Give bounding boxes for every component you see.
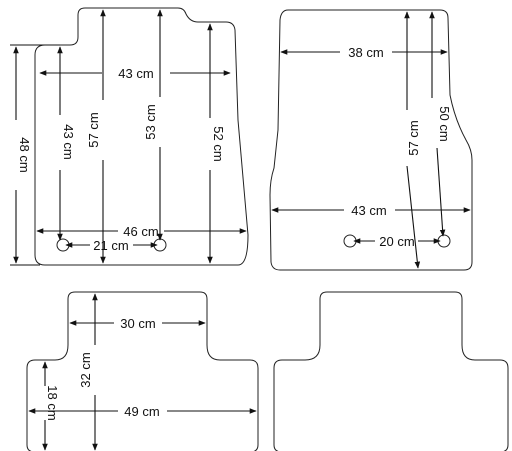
rear-left-width-bottom-label: 49 cm [124, 404, 159, 419]
front-right-mat-outline [269, 9, 473, 271]
front-right-right-height-arrow-down [436, 147, 446, 237]
front-left-right-center-height-label: 53 cm [143, 104, 158, 139]
front-left-mat-outline [34, 7, 249, 266]
rear-left-total-height-label: 32 cm [78, 352, 93, 387]
rear-left-side-height-label: 18 cm [45, 385, 60, 420]
front-right-mat: 38 cm 57 cm 50 cm 43 cm 20 cm [269, 9, 473, 271]
front-left-width-top-label: 43 cm [118, 66, 153, 81]
front-left-outer-height-label: 48 cm [17, 137, 32, 172]
front-left-center-height-label: 57 cm [86, 112, 101, 147]
front-left-right-height-label: 52 cm [211, 126, 226, 161]
rear-right-mat-outline [273, 291, 509, 451]
front-right-left-height-label: 57 cm [406, 120, 421, 155]
front-left-mat: 43 cm 48 cm 43 cm 57 cm 53 cm 52 cm 46 c… [10, 7, 249, 266]
front-left-hole-spacing-label: 21 cm [93, 238, 128, 253]
rear-right-mat [273, 291, 509, 451]
front-right-right-height-label: 50 cm [437, 106, 452, 141]
front-right-width-top-label: 38 cm [348, 45, 383, 60]
rear-left-width-top-label: 30 cm [120, 316, 155, 331]
front-right-hole-spacing-label: 20 cm [379, 234, 414, 249]
front-right-width-bottom-label: 43 cm [351, 203, 386, 218]
rear-left-mat: 30 cm 32 cm 18 cm 49 cm [26, 291, 259, 451]
front-left-width-bottom-label: 46 cm [123, 224, 158, 239]
rear-left-mat-outline [26, 291, 259, 451]
front-left-inner-height-label: 43 cm [61, 124, 76, 159]
front-right-left-height-arrow-down [406, 165, 421, 269]
